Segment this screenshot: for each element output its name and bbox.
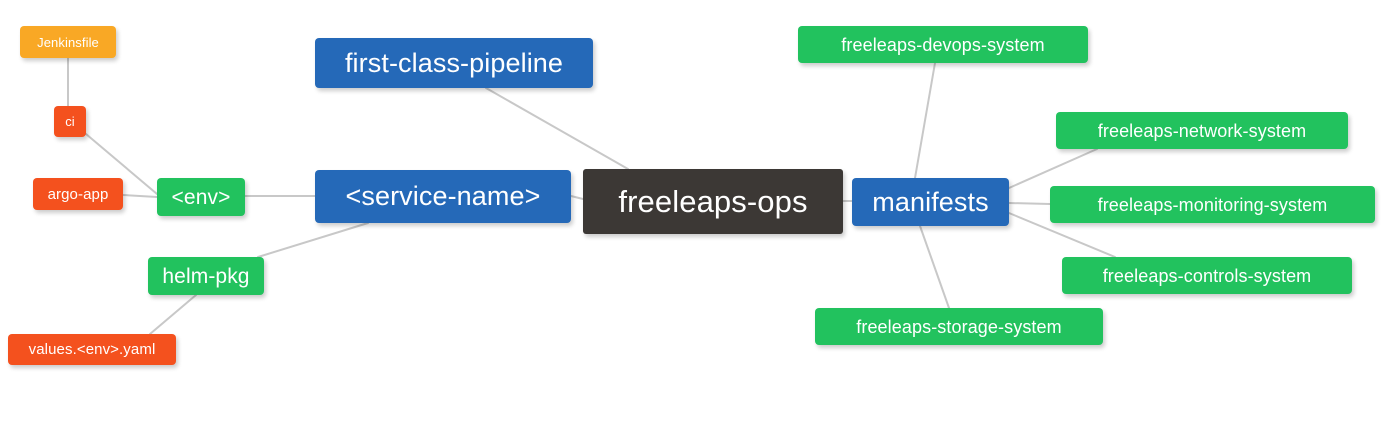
edge-valuesyaml-to-helmpkg	[149, 294, 197, 335]
node-valuesyaml[interactable]: values.<env>.yaml	[8, 334, 176, 365]
node-monitoring[interactable]: freeleaps-monitoring-system	[1050, 186, 1375, 223]
edge-manifests-to-storage	[919, 225, 950, 309]
node-controls[interactable]: freeleaps-controls-system	[1062, 257, 1352, 294]
edge-helmpkg-to-service	[257, 222, 369, 258]
edge-pipeline-to-root	[485, 87, 629, 170]
node-ci[interactable]: ci	[54, 106, 86, 137]
edge-manifests-to-devops	[914, 62, 936, 179]
edge-manifests-to-network	[1008, 148, 1098, 189]
node-jenkinsfile[interactable]: Jenkinsfile	[20, 26, 116, 58]
node-service[interactable]: <service-name>	[315, 170, 571, 223]
edge-service-to-root	[570, 195, 584, 200]
edge-argoapp-to-env	[122, 194, 158, 198]
node-devops[interactable]: freeleaps-devops-system	[798, 26, 1088, 63]
node-root[interactable]: freeleaps-ops	[583, 169, 843, 234]
node-network[interactable]: freeleaps-network-system	[1056, 112, 1348, 149]
node-argoapp[interactable]: argo-app	[33, 178, 123, 210]
edge-manifests-to-monitoring	[1008, 202, 1051, 205]
node-manifests[interactable]: manifests	[852, 178, 1009, 226]
node-pipeline[interactable]: first-class-pipeline	[315, 38, 593, 88]
node-helmpkg[interactable]: helm-pkg	[148, 257, 264, 295]
node-env[interactable]: <env>	[157, 178, 245, 216]
node-storage[interactable]: freeleaps-storage-system	[815, 308, 1103, 345]
